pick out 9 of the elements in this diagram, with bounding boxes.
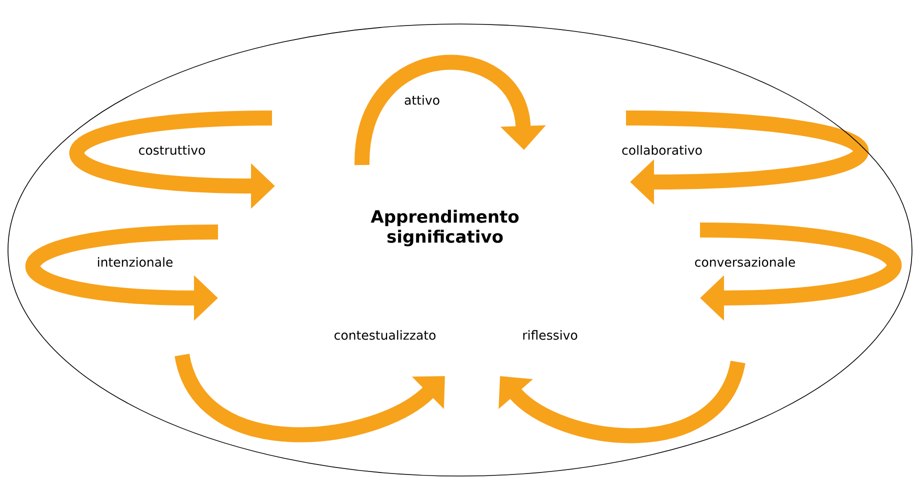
arrow-label: contestualizzato [332,328,438,342]
arrow-label: collaborativo [620,144,704,156]
arrow-label: riflessivo [520,328,580,342]
arrow-label: intenzionale [95,256,175,268]
arrow-label: costruttivo [136,144,208,156]
outer-ellipse [8,24,912,476]
arrow-label: conversazionale [692,256,798,268]
center-title: Apprendimento significativo [370,210,519,246]
arrow-label: attivo [402,94,442,106]
